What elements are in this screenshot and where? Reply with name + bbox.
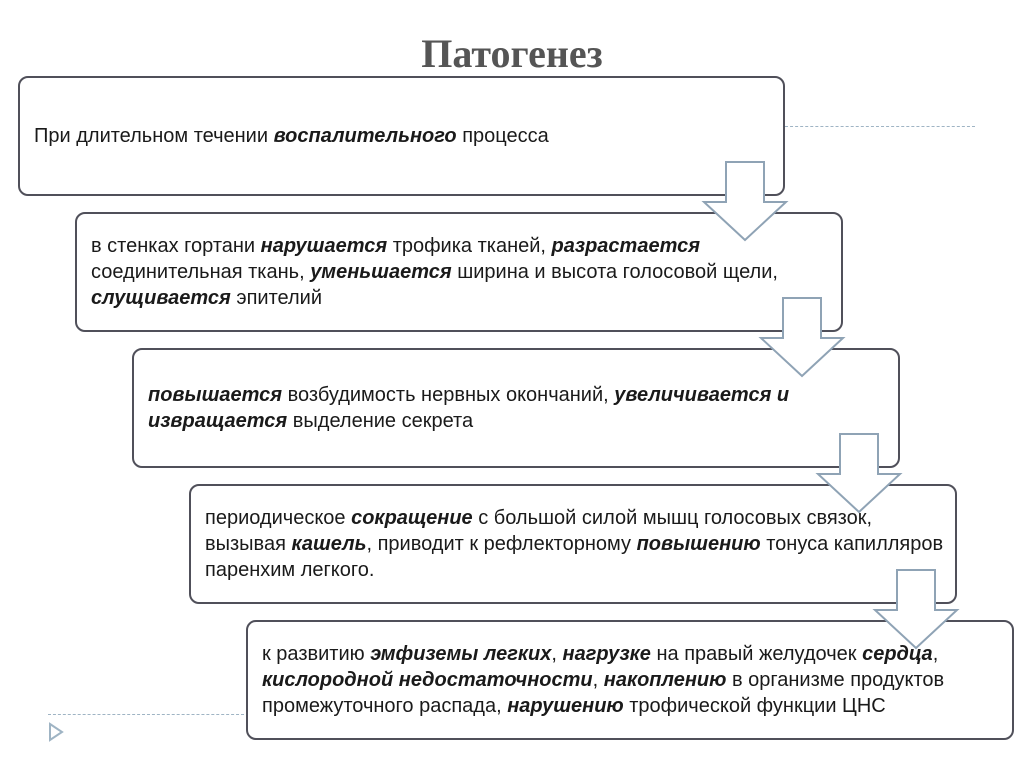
text-run: эпителий xyxy=(230,287,322,309)
text-run: с большой силой мышц голосовых связок, в… xyxy=(205,507,873,555)
emphasized-term: кашель xyxy=(291,533,367,555)
emphasized-term: сердца xyxy=(862,643,933,665)
step-text-1: При длительном течении воспалительного п… xyxy=(34,123,549,149)
text-run: трофической функции ЦНС xyxy=(623,695,886,717)
step-box-4: периодическое сокращение с большой силой… xyxy=(189,484,957,604)
emphasized-term: слущивается xyxy=(91,287,231,309)
emphasized-term: уменьшается xyxy=(310,261,452,283)
text-run: При длительном течении xyxy=(34,125,274,147)
text-run: ширина и высота голосовой щели, xyxy=(451,261,778,283)
text-run: в организме продуктов промежуточного рас… xyxy=(262,669,945,717)
emphasized-term: кислородной недостаточности xyxy=(262,669,593,691)
text-run: к развитию xyxy=(262,643,371,665)
bottom-divider-line xyxy=(48,714,244,715)
step-box-3: повышается возбудимость нервных окончани… xyxy=(132,348,900,468)
step-text-3: повышается возбудимость нервных окончани… xyxy=(148,382,888,434)
text-run: соединительная ткань, xyxy=(91,261,311,283)
corner-triangle-icon xyxy=(49,722,64,742)
emphasized-term: сокращение xyxy=(351,507,473,529)
down-arrow-icon xyxy=(815,433,903,514)
down-arrow-icon xyxy=(872,569,960,650)
down-arrow-icon xyxy=(758,297,846,378)
text-run: выделение секрета xyxy=(287,410,474,432)
text-run: , приводит к рефлекторному xyxy=(366,533,637,555)
text-run: в стенках гортани xyxy=(91,235,261,257)
step-text-2: в стенках гортани нарушается трофика тка… xyxy=(91,233,831,311)
emphasized-term: накоплению xyxy=(603,669,727,691)
emphasized-term: воспалительного xyxy=(273,125,457,147)
text-run: , xyxy=(932,643,939,665)
text-run: , xyxy=(592,669,604,691)
text-run: на правый желудочек xyxy=(650,643,863,665)
text-run: тонуса капилляров паренхим легкого. xyxy=(205,533,944,581)
emphasized-term: нарушению xyxy=(507,695,624,717)
step-box-2: в стенках гортани нарушается трофика тка… xyxy=(75,212,843,332)
text-run: трофика тканей, xyxy=(387,235,552,257)
emphasized-term: увеличивается и извращается xyxy=(148,384,790,432)
step-box-1: При длительном течении воспалительного п… xyxy=(18,76,785,196)
step-text-5: к развитию эмфиземы легких, нагрузке на … xyxy=(262,641,1002,719)
emphasized-term: нагрузке xyxy=(562,643,651,665)
slide-title: Патогенез xyxy=(421,31,603,76)
emphasized-term: разрастается xyxy=(551,235,700,257)
text-run: периодическое xyxy=(205,507,352,529)
emphasized-term: повышается xyxy=(148,384,283,406)
text-run: , xyxy=(551,643,563,665)
down-arrow-icon xyxy=(701,161,789,242)
text-run: возбудимость нервных окончаний, xyxy=(282,384,615,406)
emphasized-term: нарушается xyxy=(260,235,388,257)
top-divider-line xyxy=(785,126,975,127)
step-box-5: к развитию эмфиземы легких, нагрузке на … xyxy=(246,620,1014,740)
step-text-4: периодическое сокращение с большой силой… xyxy=(205,505,945,583)
text-run: процесса xyxy=(456,125,549,147)
emphasized-term: эмфиземы легких xyxy=(370,643,552,665)
emphasized-term: повышению xyxy=(636,533,761,555)
